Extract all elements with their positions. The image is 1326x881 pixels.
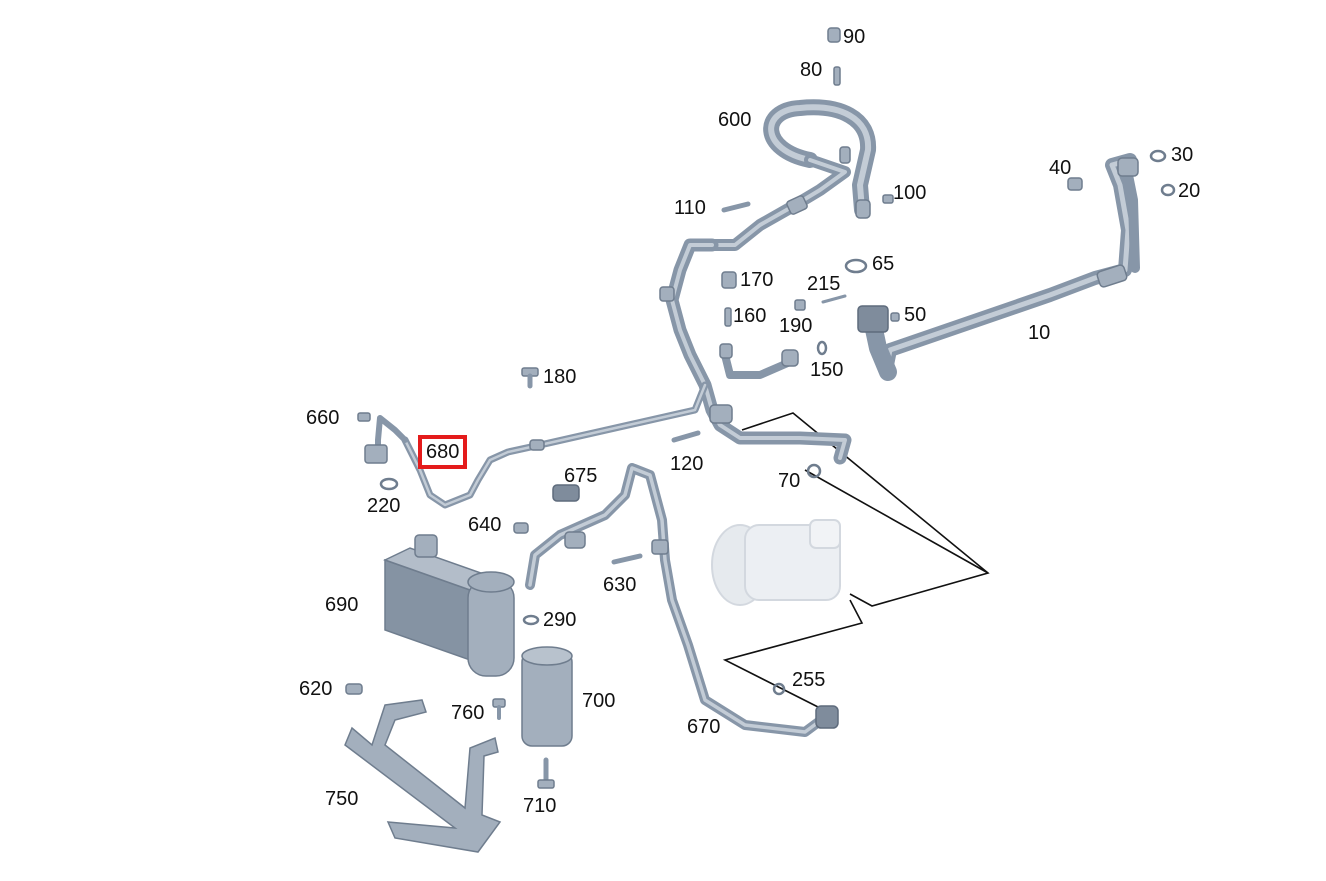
callout-150[interactable]: 150 — [810, 359, 844, 381]
compressor — [711, 519, 841, 606]
bracket-750[interactable] — [344, 699, 502, 853]
callout-180[interactable]: 180 — [543, 366, 577, 388]
callout-600[interactable]: 600 — [718, 109, 752, 131]
bolt-180 — [521, 367, 539, 389]
seal-70 — [806, 463, 822, 479]
hose-600[interactable] — [706, 99, 877, 251]
callout-680-highlighted[interactable]: 680 — [417, 435, 468, 469]
callout-10[interactable]: 10 — [1028, 322, 1051, 344]
callout-100[interactable]: 100 — [893, 182, 927, 204]
hose-670[interactable] — [525, 463, 839, 737]
nut-100 — [882, 194, 894, 204]
nut-640 — [513, 522, 529, 534]
seal-30 — [1149, 149, 1167, 163]
callout-255[interactable]: 255 — [792, 669, 826, 691]
callout-80[interactable]: 80 — [800, 59, 823, 81]
callout-710[interactable]: 710 — [523, 795, 557, 817]
fitting-660[interactable] — [357, 412, 408, 464]
nut-620 — [345, 683, 363, 695]
callout-70[interactable]: 70 — [778, 470, 801, 492]
callout-170[interactable]: 170 — [740, 269, 774, 291]
valve-80 — [833, 66, 841, 86]
filter-700[interactable] — [521, 646, 573, 747]
pipe-680[interactable] — [401, 381, 709, 509]
bolt-630 — [611, 553, 643, 565]
bolt-760 — [492, 698, 506, 720]
callout-110[interactable]: 110 — [674, 197, 706, 219]
nut-40 — [1067, 177, 1083, 191]
seal-150 — [816, 340, 828, 356]
callout-190[interactable]: 190 — [779, 315, 813, 337]
callout-630[interactable]: 630 — [603, 574, 637, 596]
drier-690 — [467, 571, 515, 677]
callout-620[interactable]: 620 — [299, 678, 333, 700]
pipe-10[interactable] — [857, 153, 1140, 381]
callout-700[interactable]: 700 — [582, 690, 616, 712]
callout-290[interactable]: 290 — [543, 609, 577, 631]
seal-220 — [379, 477, 399, 491]
callout-90[interactable]: 90 — [843, 26, 866, 48]
cap-90 — [827, 27, 841, 43]
callout-220[interactable]: 220 — [367, 495, 401, 517]
seal-20 — [1160, 183, 1176, 197]
plug-170 — [721, 271, 737, 289]
callout-640[interactable]: 640 — [468, 514, 502, 536]
callout-20[interactable]: 20 — [1178, 180, 1201, 202]
callout-660[interactable]: 660 — [306, 407, 340, 429]
callout-30[interactable]: 30 — [1171, 144, 1194, 166]
switch-675 — [552, 484, 580, 502]
leader-lines — [722, 412, 990, 709]
valve-50 — [890, 312, 900, 322]
callout-50[interactable]: 50 — [904, 304, 927, 326]
bolt-120 — [671, 430, 701, 443]
callout-675[interactable]: 675 — [564, 465, 598, 487]
seal-65 — [844, 258, 868, 274]
callout-65[interactable]: 65 — [872, 253, 895, 275]
callout-40[interactable]: 40 — [1049, 157, 1072, 179]
valve-160 — [724, 307, 732, 327]
callout-160[interactable]: 160 — [733, 305, 767, 327]
part-190 — [794, 299, 806, 311]
bolt-110 — [721, 201, 751, 213]
bolt-710 — [537, 757, 555, 789]
seal-255 — [772, 682, 786, 696]
callout-215[interactable]: 215 — [807, 273, 841, 295]
callout-690[interactable]: 690 — [325, 594, 359, 616]
callout-120[interactable]: 120 — [670, 453, 704, 475]
callout-670[interactable]: 670 — [687, 716, 721, 738]
pin-215 — [821, 294, 847, 304]
seal-290 — [522, 614, 540, 626]
callout-760[interactable]: 760 — [451, 702, 485, 724]
callout-750[interactable]: 750 — [325, 788, 359, 810]
